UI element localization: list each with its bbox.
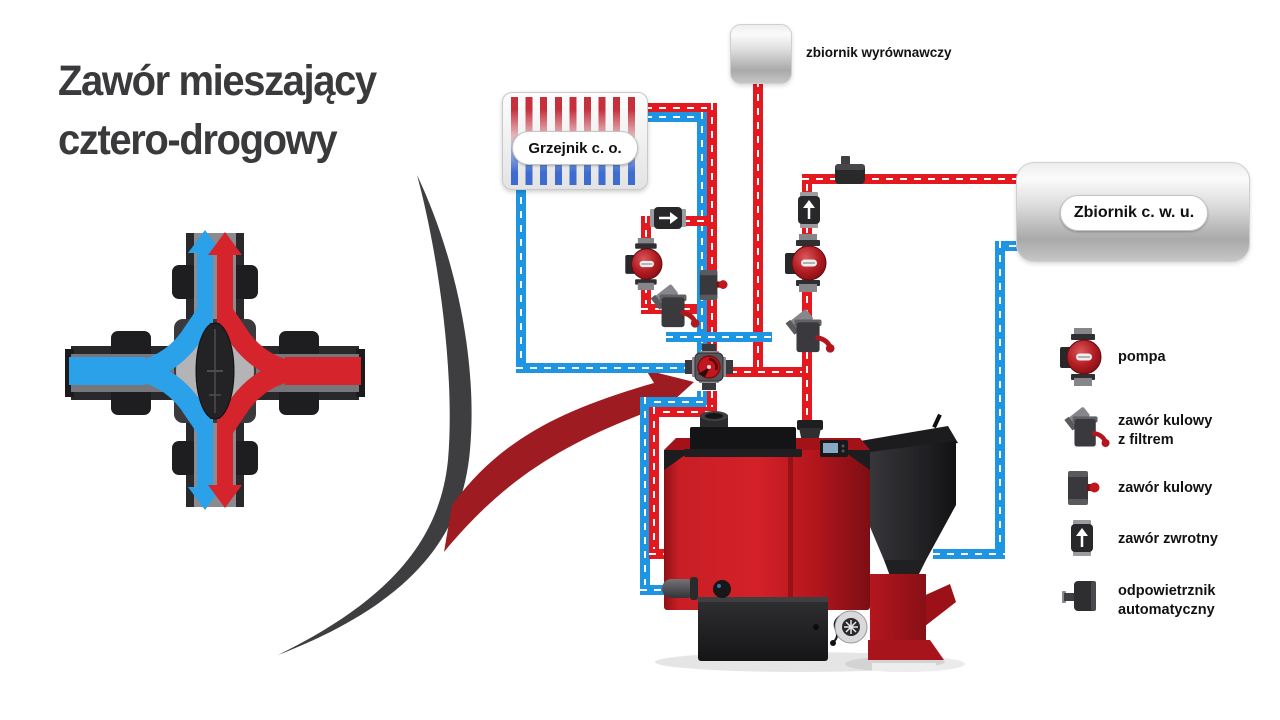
check-valve-icon (797, 192, 821, 228)
page-title-line1: Zawór mieszający (58, 57, 377, 105)
radiator-label: Grzejnik c. o. (512, 131, 638, 165)
pipe-cold-radiator-return (516, 183, 526, 373)
pipe-hot-dhw-top (802, 174, 1020, 184)
check-valve-icon (1070, 520, 1094, 556)
ball-valve-filter-icon (648, 282, 700, 330)
legend-label-check-valve: zawór zwrotny (1118, 531, 1218, 547)
ball-valve-icon (1066, 470, 1100, 506)
air-vent-icon (1062, 578, 1100, 614)
pipe-cold-boiler-drop (640, 397, 650, 595)
expansion-tank-label: zbiornik wyrównawczy (806, 45, 952, 60)
legend-label-pump: pompa (1118, 349, 1166, 365)
expansion-tank (730, 24, 792, 84)
pipe-hot-jog (649, 407, 716, 417)
pipe-cold-crossover (666, 332, 772, 342)
legend-label-ball-valve-filter: zawór kulowy z filtrem (1118, 413, 1213, 448)
pipe-hot-dhw-riser (802, 184, 812, 422)
four-way-mixing-valve-icon (685, 344, 733, 390)
pipe-hot-riser-radiator (707, 103, 717, 357)
legend-label-air-vent: odpowietrznik automatyczny (1118, 583, 1216, 618)
pipe-cold-boiler-inlet (640, 585, 680, 595)
check-valve-icon (650, 206, 686, 230)
ball-valve-icon (698, 268, 728, 302)
callout-arrow (278, 175, 694, 655)
pipe-cold-radiator-top (645, 112, 706, 122)
four-way-valve-illustration (65, 230, 365, 510)
dhw-tank-label: Zbiornik c. w. u. (1060, 195, 1208, 231)
legend-label-ball-valve: zawór kulowy (1118, 480, 1213, 496)
pump-icon (1060, 328, 1104, 386)
pipe-hot-boiler-drop (649, 407, 659, 557)
pipe-cold-dhw-drop (995, 241, 1005, 559)
pipe-hot-valve-down (707, 391, 717, 415)
pipe-hot-expansion-riser (753, 80, 763, 370)
pipe-cold-jog (640, 397, 706, 407)
ball-valve-filter-icon (1062, 404, 1110, 450)
air-vent-icon (835, 156, 865, 186)
pipe-hot-radiator-top (645, 103, 717, 113)
pipe-cold-dhw-to-boiler (933, 549, 1005, 559)
page-title-line2: cztero-drogowy (58, 116, 338, 164)
boiler (655, 411, 965, 672)
pipe-cold-riser-radiator (697, 112, 707, 357)
pipe-cold-dhw-outlet (995, 241, 1020, 251)
ball-valve-filter-icon (783, 306, 835, 356)
pipe-hot-bottom-manifold (716, 367, 812, 377)
pipe-cold-return-to-valve (516, 363, 693, 373)
pump-icon (785, 234, 829, 292)
